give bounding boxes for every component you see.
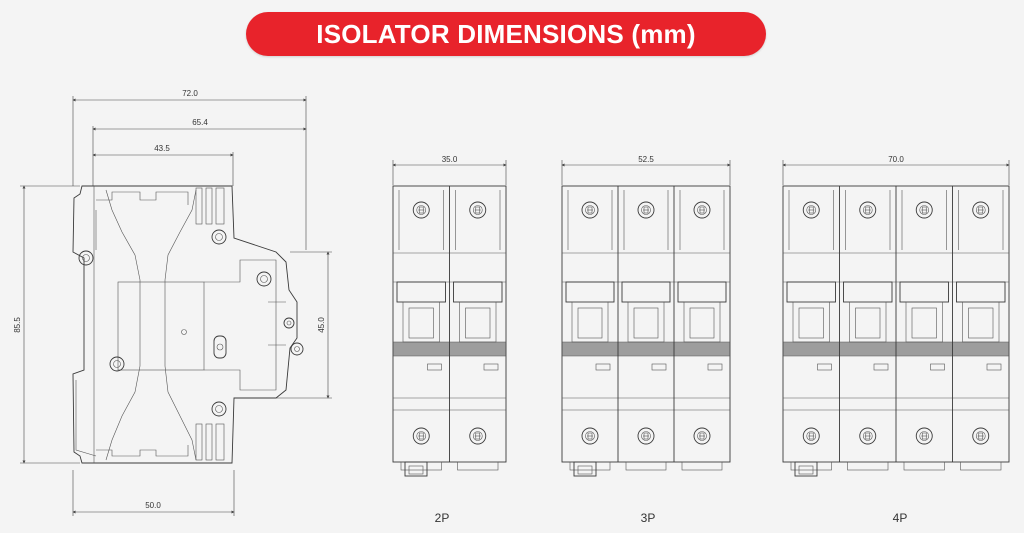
pole-module [839,186,893,471]
handle [565,281,615,303]
page-title: ISOLATOR DIMENSIONS (mm) [316,18,696,49]
housing-outline [561,185,731,463]
screw-terminal [972,201,990,219]
din-clip [573,461,597,477]
width-dim-label: 70.0 [888,155,904,164]
handle [956,281,1006,303]
dim-height: 85.5 [13,185,80,464]
pole-module [786,190,836,471]
indicator-window [986,363,1002,371]
dim-label: 85.5 [13,317,22,333]
width-dim-label: 35.0 [442,155,458,164]
side-view: 72.0 65.4 43.5 85.5 45.0 [13,89,332,516]
dim-label: 43.5 [154,144,170,153]
screw-terminal [802,201,820,219]
dim-overall-depth: 72.0 [72,89,307,250]
dim-label: 45.0 [317,317,326,333]
front-view-4p: 70.0 4P [782,155,1010,525]
screw-terminal [637,427,655,445]
dim-label: 65.4 [192,118,208,127]
indicator-window [817,363,832,371]
indicator-window [651,363,667,371]
pole-module [952,186,1006,471]
indicator-window [483,363,499,371]
indicator-window [595,363,611,371]
screw-terminal [915,427,933,445]
screw-terminal [693,201,711,219]
front-views: 35.0 2P 52.5 3P 70.0 4P [392,155,1010,525]
indicator-window [427,363,442,371]
screw-terminal [693,427,711,445]
screw-terminal [581,427,599,445]
pole-label: 3P [641,511,656,525]
screw-terminal [469,427,487,445]
handle [786,281,836,303]
dim-label: 72.0 [182,89,198,98]
screw-terminal [412,201,430,219]
screw-terminal [915,201,933,219]
din-clip [794,461,818,477]
pole-label: 4P [893,511,908,525]
screw-terminal [581,201,599,219]
screw-terminal [802,427,820,445]
pole-module [617,186,671,471]
handle [621,281,671,303]
dim-label: 50.0 [145,501,161,510]
handle [677,281,727,303]
indicator-window [930,363,945,371]
front-view-2p: 35.0 2P [392,155,507,525]
indicator-window [707,363,723,371]
screw-terminal [637,201,655,219]
pole-module [565,190,615,471]
pole-module [449,186,503,471]
din-clip [404,461,428,477]
width-dim-label: 52.5 [638,155,654,164]
pole-module [396,190,446,471]
screw-terminal [859,427,877,445]
screw-terminal [859,201,877,219]
handle [396,281,446,303]
screw-terminal [412,427,430,445]
screw-terminal [972,427,990,445]
dim-top-depth: 43.5 [92,144,234,186]
dim-front-height: 45.0 [240,251,332,399]
pole-module [673,186,727,471]
screw-terminal [469,201,487,219]
pole-module [895,186,949,471]
side-body-outline [72,185,298,464]
indicator-window [873,363,889,371]
dim-base-depth: 50.0 [72,470,235,516]
handle [899,281,949,303]
dim-mid-depth: 65.4 [92,118,307,186]
front-view-3p: 52.5 3P [561,155,731,525]
handle [453,281,503,303]
title-banner: ISOLATOR DIMENSIONS (mm) [246,12,766,56]
handle [843,281,893,303]
pole-label: 2P [435,511,450,525]
